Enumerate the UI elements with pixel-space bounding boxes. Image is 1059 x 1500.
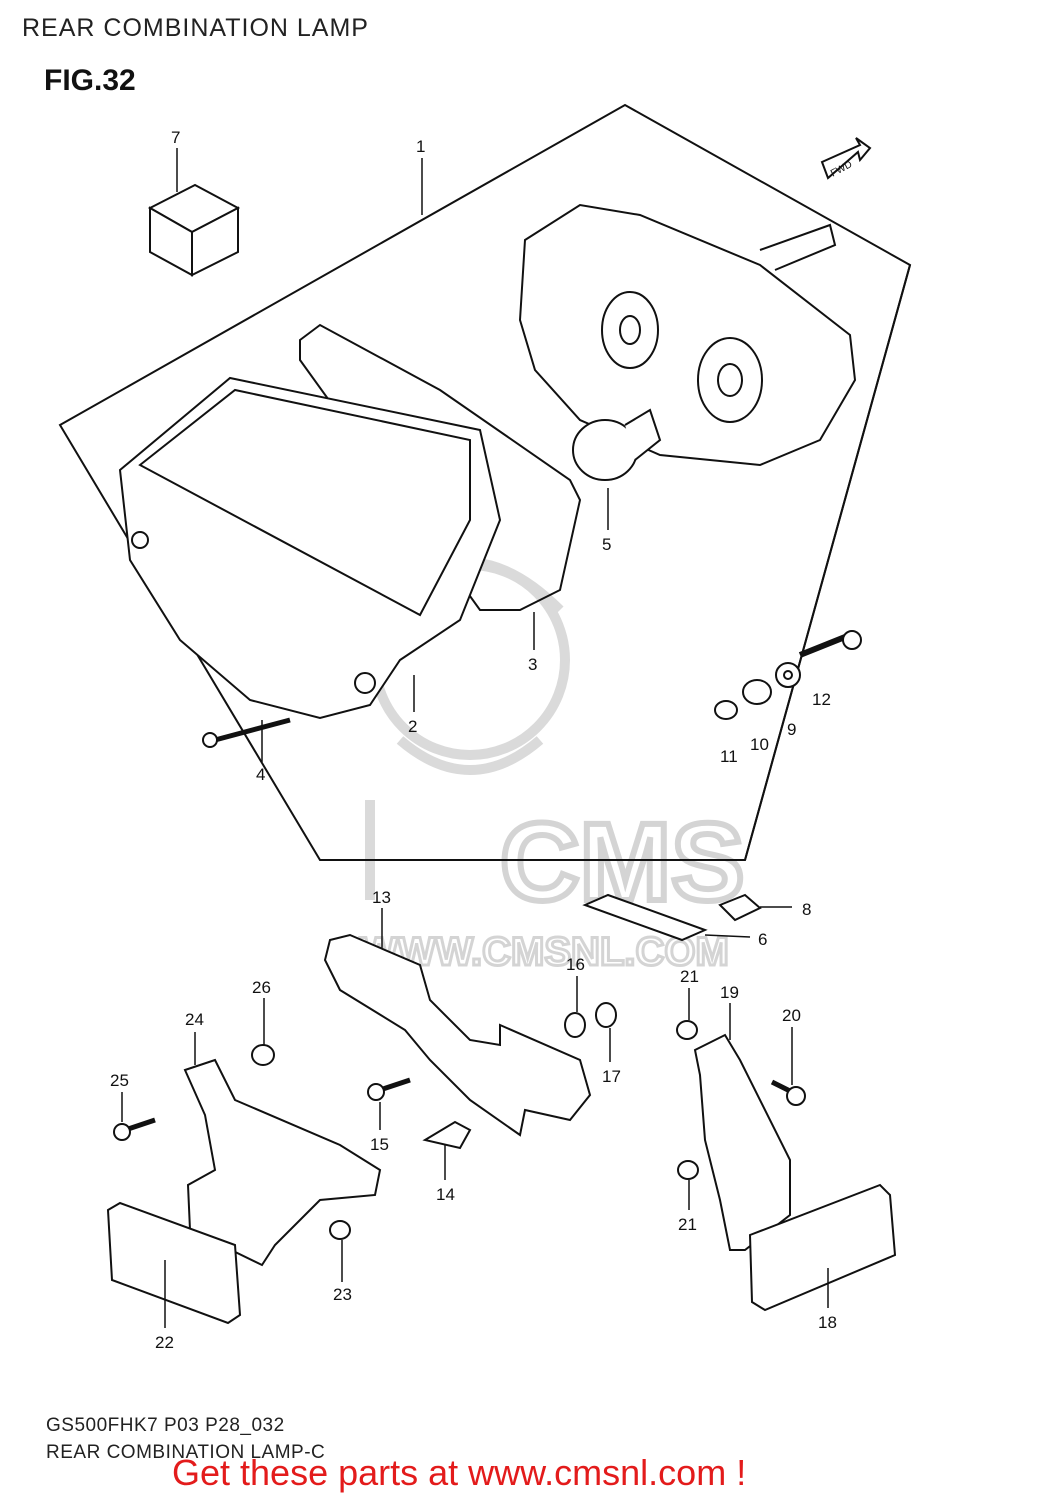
part-label-9: 9	[787, 720, 796, 739]
part-label-17: 17	[602, 1067, 621, 1086]
part-label-21b: 21	[678, 1215, 697, 1234]
diagram-code: GS500FHK7 P03 P28_032	[46, 1415, 285, 1436]
part-label-6: 6	[758, 930, 767, 949]
part-label-15: 15	[370, 1135, 389, 1154]
parts-23-25-26-fasteners	[113, 1044, 351, 1240]
part-label-20: 20	[782, 1006, 801, 1025]
part-number-labels: 1 2 3 4 5 6 7 8 9 10 11 12 13 14 15 16 1…	[110, 128, 837, 1352]
parts-16-17-nuts	[564, 1002, 617, 1038]
part-label-19: 19	[720, 983, 739, 1002]
part-label-3: 3	[528, 655, 537, 674]
part-label-16: 16	[566, 955, 585, 974]
figure-label: FIG.32	[44, 64, 136, 97]
diagram-subtitle: REAR COMBINATION LAMP-C	[46, 1442, 326, 1463]
part-label-25: 25	[110, 1071, 129, 1090]
part-label-21a: 21	[680, 967, 699, 986]
part-14-cap	[422, 1120, 472, 1150]
part-label-18: 18	[818, 1313, 837, 1332]
part-label-13: 13	[372, 888, 391, 907]
part-22-reflector	[106, 1201, 242, 1325]
part-label-8: 8	[802, 900, 811, 919]
part-label-10: 10	[750, 735, 769, 754]
part-13-bracket	[323, 933, 592, 1137]
part-1-housing	[518, 203, 857, 467]
part-label-1: 1	[416, 137, 425, 156]
forward-arrow-icon: FWD	[820, 137, 872, 180]
parts-20-21-fasteners	[676, 1020, 806, 1180]
shop-link[interactable]: Get these parts at www.cmsnl.com !	[172, 1452, 747, 1493]
leader-lines	[121, 148, 829, 1328]
part-6-pad	[582, 893, 708, 942]
part-19-bracket	[693, 1033, 791, 1251]
part-label-2: 2	[408, 717, 417, 736]
part-15-screw	[367, 1077, 411, 1101]
part-label-14: 14	[436, 1185, 455, 1204]
part-label-26: 26	[252, 978, 271, 997]
part-label-23: 23	[333, 1285, 352, 1304]
part-2-lens	[118, 376, 502, 720]
part-label-12: 12	[812, 690, 831, 709]
part-label-7: 7	[171, 128, 180, 147]
part-24-bracket	[183, 1058, 382, 1267]
part-18-reflector	[748, 1183, 897, 1312]
page-title: REAR COMBINATION LAMP	[22, 14, 369, 42]
part-8-pad	[718, 893, 762, 922]
parts-9-12-fasteners	[714, 630, 862, 720]
part-label-5: 5	[602, 535, 611, 554]
part-label-22: 22	[155, 1333, 174, 1352]
part-5-bulb	[572, 408, 662, 481]
part-label-4: 4	[256, 765, 265, 784]
part-4-screw	[202, 717, 291, 748]
part-label-24: 24	[185, 1010, 204, 1029]
part-7-cube	[147, 183, 241, 277]
part-label-11: 11	[720, 747, 738, 766]
